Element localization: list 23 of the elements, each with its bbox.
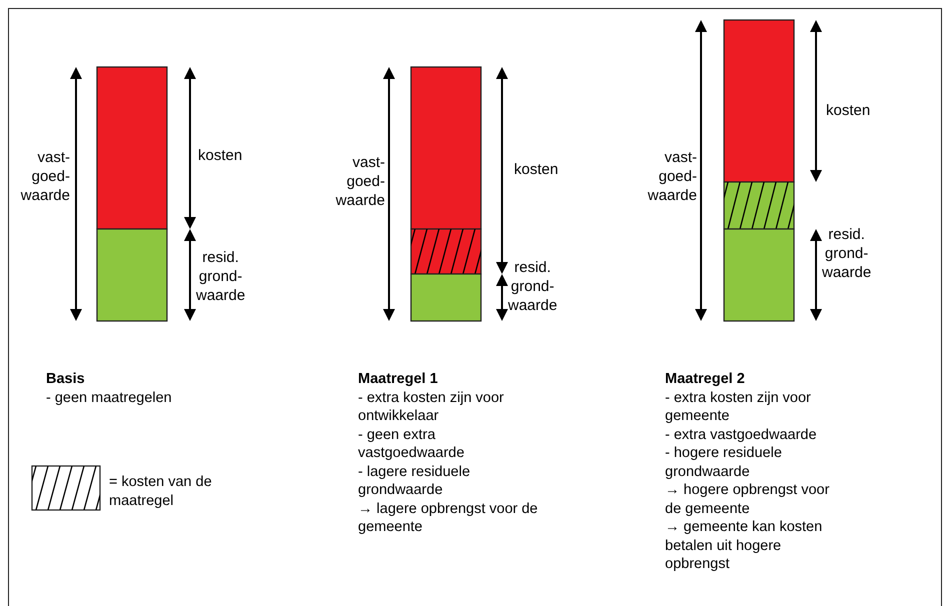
- dimension-label: kosten: [826, 101, 870, 120]
- dimension-label: resid. grond-waarde: [508, 258, 558, 315]
- scenario-note: → gemeente kan kosten betalen uit hogere opbrengst: [665, 518, 824, 574]
- dimension-label: vast-goed-waarde: [646, 148, 697, 205]
- scenario-note: - lagere residuele grondwaarde: [358, 462, 472, 500]
- scenario-heading: Maatregel 2: [665, 370, 746, 388]
- dimension-label: kosten: [514, 160, 558, 179]
- scenario-note: - geen maatregelen: [46, 388, 173, 407]
- dimension-label: resid. grond-waarde: [822, 225, 872, 282]
- scenario-note: - geen extra vastgoedwaarde: [358, 426, 466, 462]
- scenario-heading: Basis: [46, 370, 86, 388]
- scenario-note: → lagere opbrengst voor de gemeente: [358, 500, 539, 536]
- scenario-note: → hogere opbrengst voor de gemeente: [665, 481, 830, 518]
- dimension-label: kosten: [198, 146, 242, 165]
- scenario-note: - extra kosten zijn voor ontwikkelaar: [358, 388, 505, 426]
- dimension-label: vast-goed-waarde: [20, 148, 70, 205]
- scenario-heading: Maatregel 1: [358, 370, 439, 388]
- scenario-note: - extra vastgoedwaarde: [665, 426, 818, 444]
- legend-text: = kosten van de maatregel: [109, 473, 213, 510]
- scenario-note: - extra kosten zijn voor gemeente: [665, 388, 812, 426]
- dimension-label: vast-goed-waarde: [334, 153, 385, 210]
- scenario-note: - hogere residuele grondwaarde: [665, 444, 783, 481]
- dimension-label: resid. grond-waarde: [196, 248, 246, 305]
